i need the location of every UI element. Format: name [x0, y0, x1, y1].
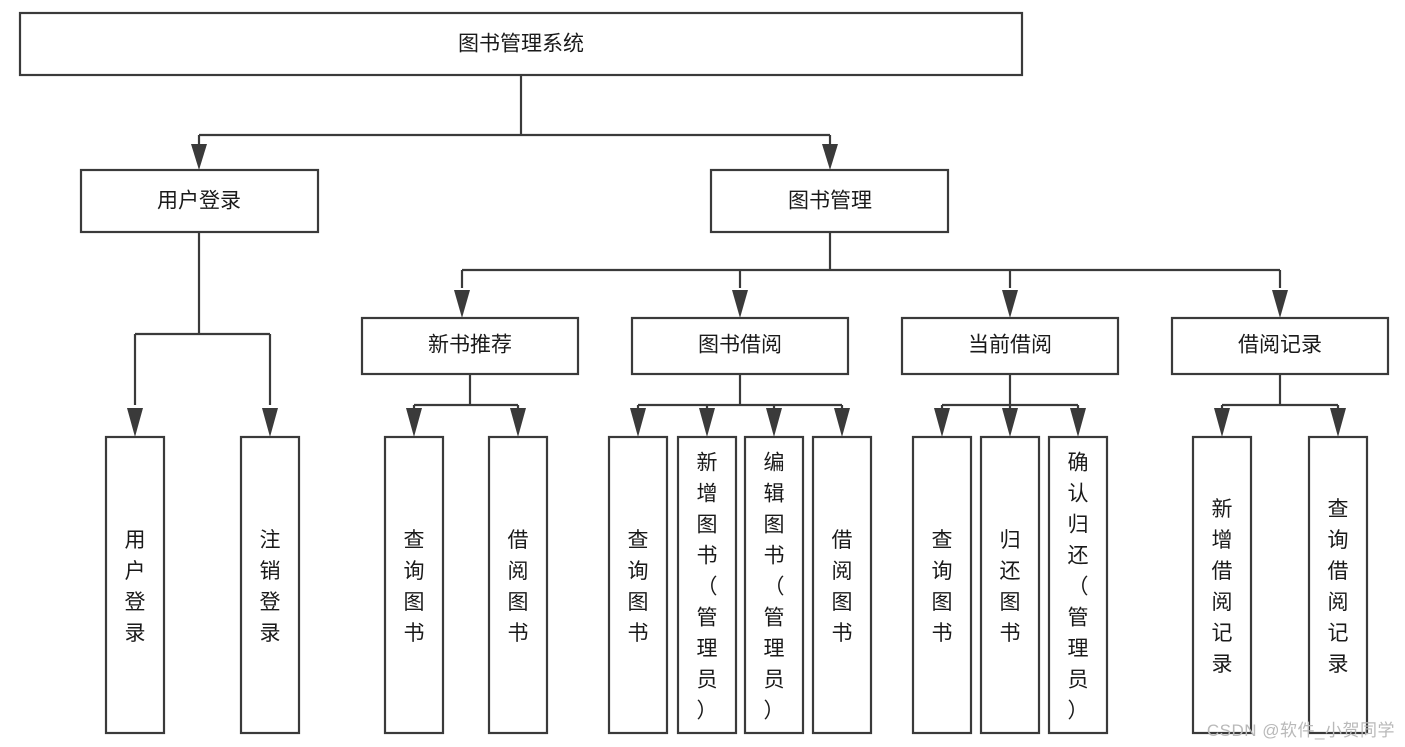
node-leaf-query-record[interactable]: 查询借阅记录	[1307, 435, 1369, 735]
node-book-borrow-box	[630, 316, 850, 376]
node-leaf-user-login[interactable]: 用户登录	[104, 435, 166, 735]
node-leaf-borrow-book-2[interactable]: 借阅图书	[811, 435, 873, 735]
node-leaf-return-book-box	[979, 435, 1041, 735]
node-leaf-add-record-label: 新增借阅记录	[1212, 498, 1233, 676]
node-new-book-recommend[interactable]: 新书推荐	[360, 316, 580, 376]
node-current-borrow-box	[900, 316, 1120, 376]
node-leaf-confirm-return-label: 确认归还（管理员）	[1068, 452, 1089, 723]
node-leaf-edit-book-label: 编辑图书（管理员）	[764, 452, 785, 723]
node-leaf-query-book-3[interactable]: 查询图书	[911, 435, 973, 735]
node-book-management-label: 图书管理	[788, 190, 872, 213]
arrow-to-current-borrow	[1002, 290, 1018, 318]
node-leaf-logout-login[interactable]: 注销登录	[239, 435, 301, 735]
node-borrow-record[interactable]: 借阅记录	[1170, 316, 1390, 376]
node-leaf-query-record-box	[1307, 435, 1369, 735]
node-leaf-query-book-2[interactable]: 查询图书	[607, 435, 669, 735]
arrow-to-borrow-record	[1272, 290, 1288, 318]
node-book-management-box	[709, 168, 950, 234]
node-leaf-edit-book[interactable]: 编辑图书（管理员）	[743, 435, 805, 735]
arrow-book-borrow-leaf1	[630, 408, 646, 437]
arrow-borrow-record-leaf1	[1214, 408, 1230, 437]
node-leaf-logout-login-box	[239, 435, 301, 735]
node-leaf-add-book-label: 新增图书（管理员）	[697, 452, 718, 723]
arrow-current-borrow-leaf1	[934, 408, 950, 437]
node-leaf-borrow-book-1-box	[487, 435, 549, 735]
node-root-label: 图书管理系统	[458, 33, 584, 56]
arrow-new-book-leaf1	[406, 408, 422, 437]
node-new-book-recommend-box	[360, 316, 580, 376]
node-leaf-query-book-2-label: 查询图书	[628, 529, 649, 645]
node-leaf-add-record[interactable]: 新增借阅记录	[1191, 435, 1253, 735]
node-current-borrow-label: 当前借阅	[968, 334, 1052, 357]
node-leaf-query-book-1[interactable]: 查询图书	[383, 435, 445, 735]
node-user-login-label: 用户登录	[157, 190, 241, 213]
node-borrow-record-label: 借阅记录	[1238, 334, 1322, 357]
node-book-borrow[interactable]: 图书借阅	[630, 316, 850, 376]
node-leaf-add-book[interactable]: 新增图书（管理员）	[676, 435, 738, 735]
node-leaf-add-book-box	[676, 435, 738, 735]
node-leaf-add-record-box	[1191, 435, 1253, 735]
node-root[interactable]: 图书管理系统	[18, 11, 1024, 77]
node-current-borrow[interactable]: 当前借阅	[900, 316, 1120, 376]
node-leaf-query-book-3-box	[911, 435, 973, 735]
node-borrow-record-box	[1170, 316, 1390, 376]
edges-group	[127, 75, 1346, 437]
node-leaf-query-book-1-box	[383, 435, 445, 735]
arrow-new-book-leaf2	[510, 408, 526, 437]
arrow-to-new-book	[454, 290, 470, 318]
node-root-box	[18, 11, 1024, 77]
node-leaf-borrow-book-1[interactable]: 借阅图书	[487, 435, 549, 735]
node-leaf-query-book-3-label: 查询图书	[932, 529, 953, 645]
arrow-current-borrow-leaf2	[1002, 408, 1018, 437]
node-leaf-confirm-return-box	[1047, 435, 1109, 735]
node-leaf-borrow-book-1-label: 借阅图书	[508, 529, 529, 645]
node-leaf-query-record-label: 查询借阅记录	[1328, 498, 1349, 676]
arrow-book-borrow-leaf3	[766, 408, 782, 437]
arrow-to-book-management	[822, 144, 838, 170]
node-leaf-logout-login-label: 注销登录	[260, 529, 281, 645]
arrow-book-borrow-leaf4	[834, 408, 850, 437]
node-leaf-user-login-label: 用户登录	[125, 529, 146, 645]
node-leaf-confirm-return[interactable]: 确认归还（管理员）	[1047, 435, 1109, 735]
node-leaf-borrow-book-2-label: 借阅图书	[832, 529, 853, 645]
node-leaf-query-book-2-box	[607, 435, 669, 735]
node-leaf-borrow-book-2-box	[811, 435, 873, 735]
node-new-book-recommend-label: 新书推荐	[428, 334, 512, 357]
node-leaf-edit-book-box	[743, 435, 805, 735]
node-user-login-box	[79, 168, 320, 234]
node-book-management[interactable]: 图书管理	[709, 168, 950, 234]
node-leaf-user-login-box	[104, 435, 166, 735]
node-user-login[interactable]: 用户登录	[79, 168, 320, 234]
arrow-book-borrow-leaf2	[699, 408, 715, 437]
arrow-user-login-leaf1	[127, 408, 143, 437]
arrow-to-user-login	[191, 144, 207, 170]
node-leaf-return-book-label: 归还图书	[1000, 529, 1021, 645]
arrow-to-book-borrow	[732, 290, 748, 318]
node-book-borrow-label: 图书借阅	[698, 334, 782, 357]
arrow-current-borrow-leaf3	[1070, 408, 1086, 437]
node-leaf-return-book[interactable]: 归还图书	[979, 435, 1041, 735]
arrow-borrow-record-leaf2	[1330, 408, 1346, 437]
node-leaf-query-book-1-label: 查询图书	[404, 529, 425, 645]
arrow-user-login-leaf2	[262, 408, 278, 437]
